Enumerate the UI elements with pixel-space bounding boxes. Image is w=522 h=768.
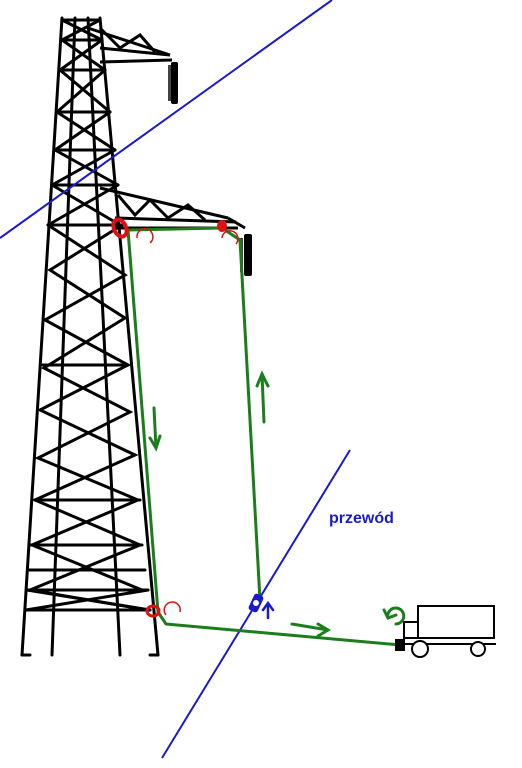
winch-truck — [395, 605, 496, 658]
winch-rotation-arrow-icon — [382, 606, 406, 626]
tower-leg-inner-left — [50, 16, 77, 657]
pulling-rope — [126, 226, 401, 647]
transmission-tower — [20, 16, 160, 657]
tower-leg-outer-left — [20, 16, 64, 657]
middle-crossarm — [99, 186, 246, 230]
insulator-icon — [168, 62, 178, 104]
pulley-icon — [111, 217, 154, 244]
arrow-icon — [290, 622, 331, 638]
arrow-icon — [148, 406, 162, 452]
upper-conductor-wire — [0, 0, 333, 239]
wire-label: przewód — [329, 510, 394, 527]
arrow-icon — [255, 370, 270, 424]
tower-leg-outer-right — [98, 16, 160, 657]
top-crossarm — [87, 26, 173, 64]
pulley-icon — [217, 220, 239, 245]
arrow-icon — [261, 600, 275, 620]
clamp-icon — [248, 593, 264, 613]
pulley-icon — [145, 601, 181, 618]
